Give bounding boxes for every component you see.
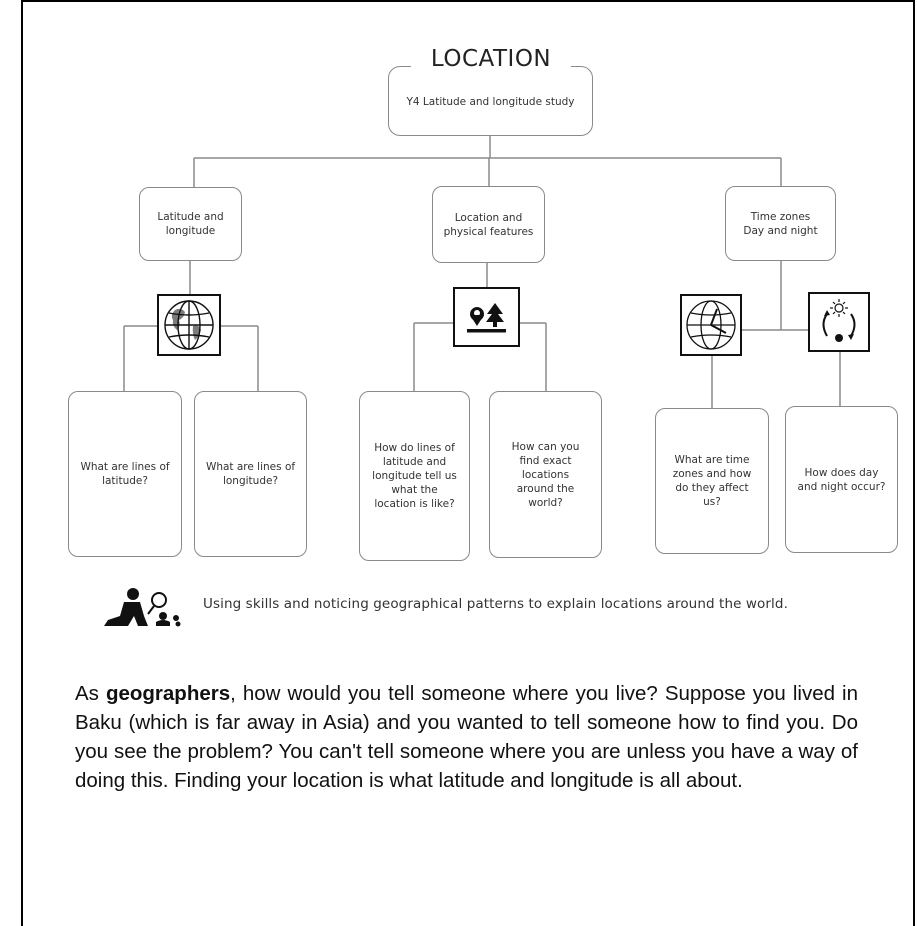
intro-paragraph: As geographers, how would you tell someo… [75,679,858,795]
globe-icon [157,294,221,356]
location-tree-icon [453,287,520,347]
page-frame [21,0,915,926]
branch-location-physical-features: Location and physical features [432,186,545,263]
question-latitude: What are lines of latitude? [68,391,182,557]
question-day-night: How does day and night occur? [785,406,898,553]
question-time-zones: What are time zones and how do they affe… [655,408,769,554]
root-subtitle: Y4 Latitude and longitude study [406,96,575,108]
day-night-cycle-icon [808,292,870,352]
branch-latitude-longitude: Latitude and longitude [139,187,242,261]
paragraph-lead: As [75,682,106,705]
skills-statement: Using skills and noticing geographical p… [203,596,788,612]
paragraph-emphasis: geographers [105,682,231,705]
question-exact-locations: How can you find exact locations around … [489,391,602,558]
question-longitude: What are lines of longitude? [194,391,307,557]
world-clock-icon [680,294,742,356]
paragraph-body: , how would you tell someone where you l… [75,682,858,792]
branch-time-zones: Time zones Day and night [725,186,836,261]
question-lines-location: How do lines of latitude and longitude t… [359,391,470,561]
root-title: LOCATION [411,46,571,72]
geographer-skills-icon [104,586,184,630]
